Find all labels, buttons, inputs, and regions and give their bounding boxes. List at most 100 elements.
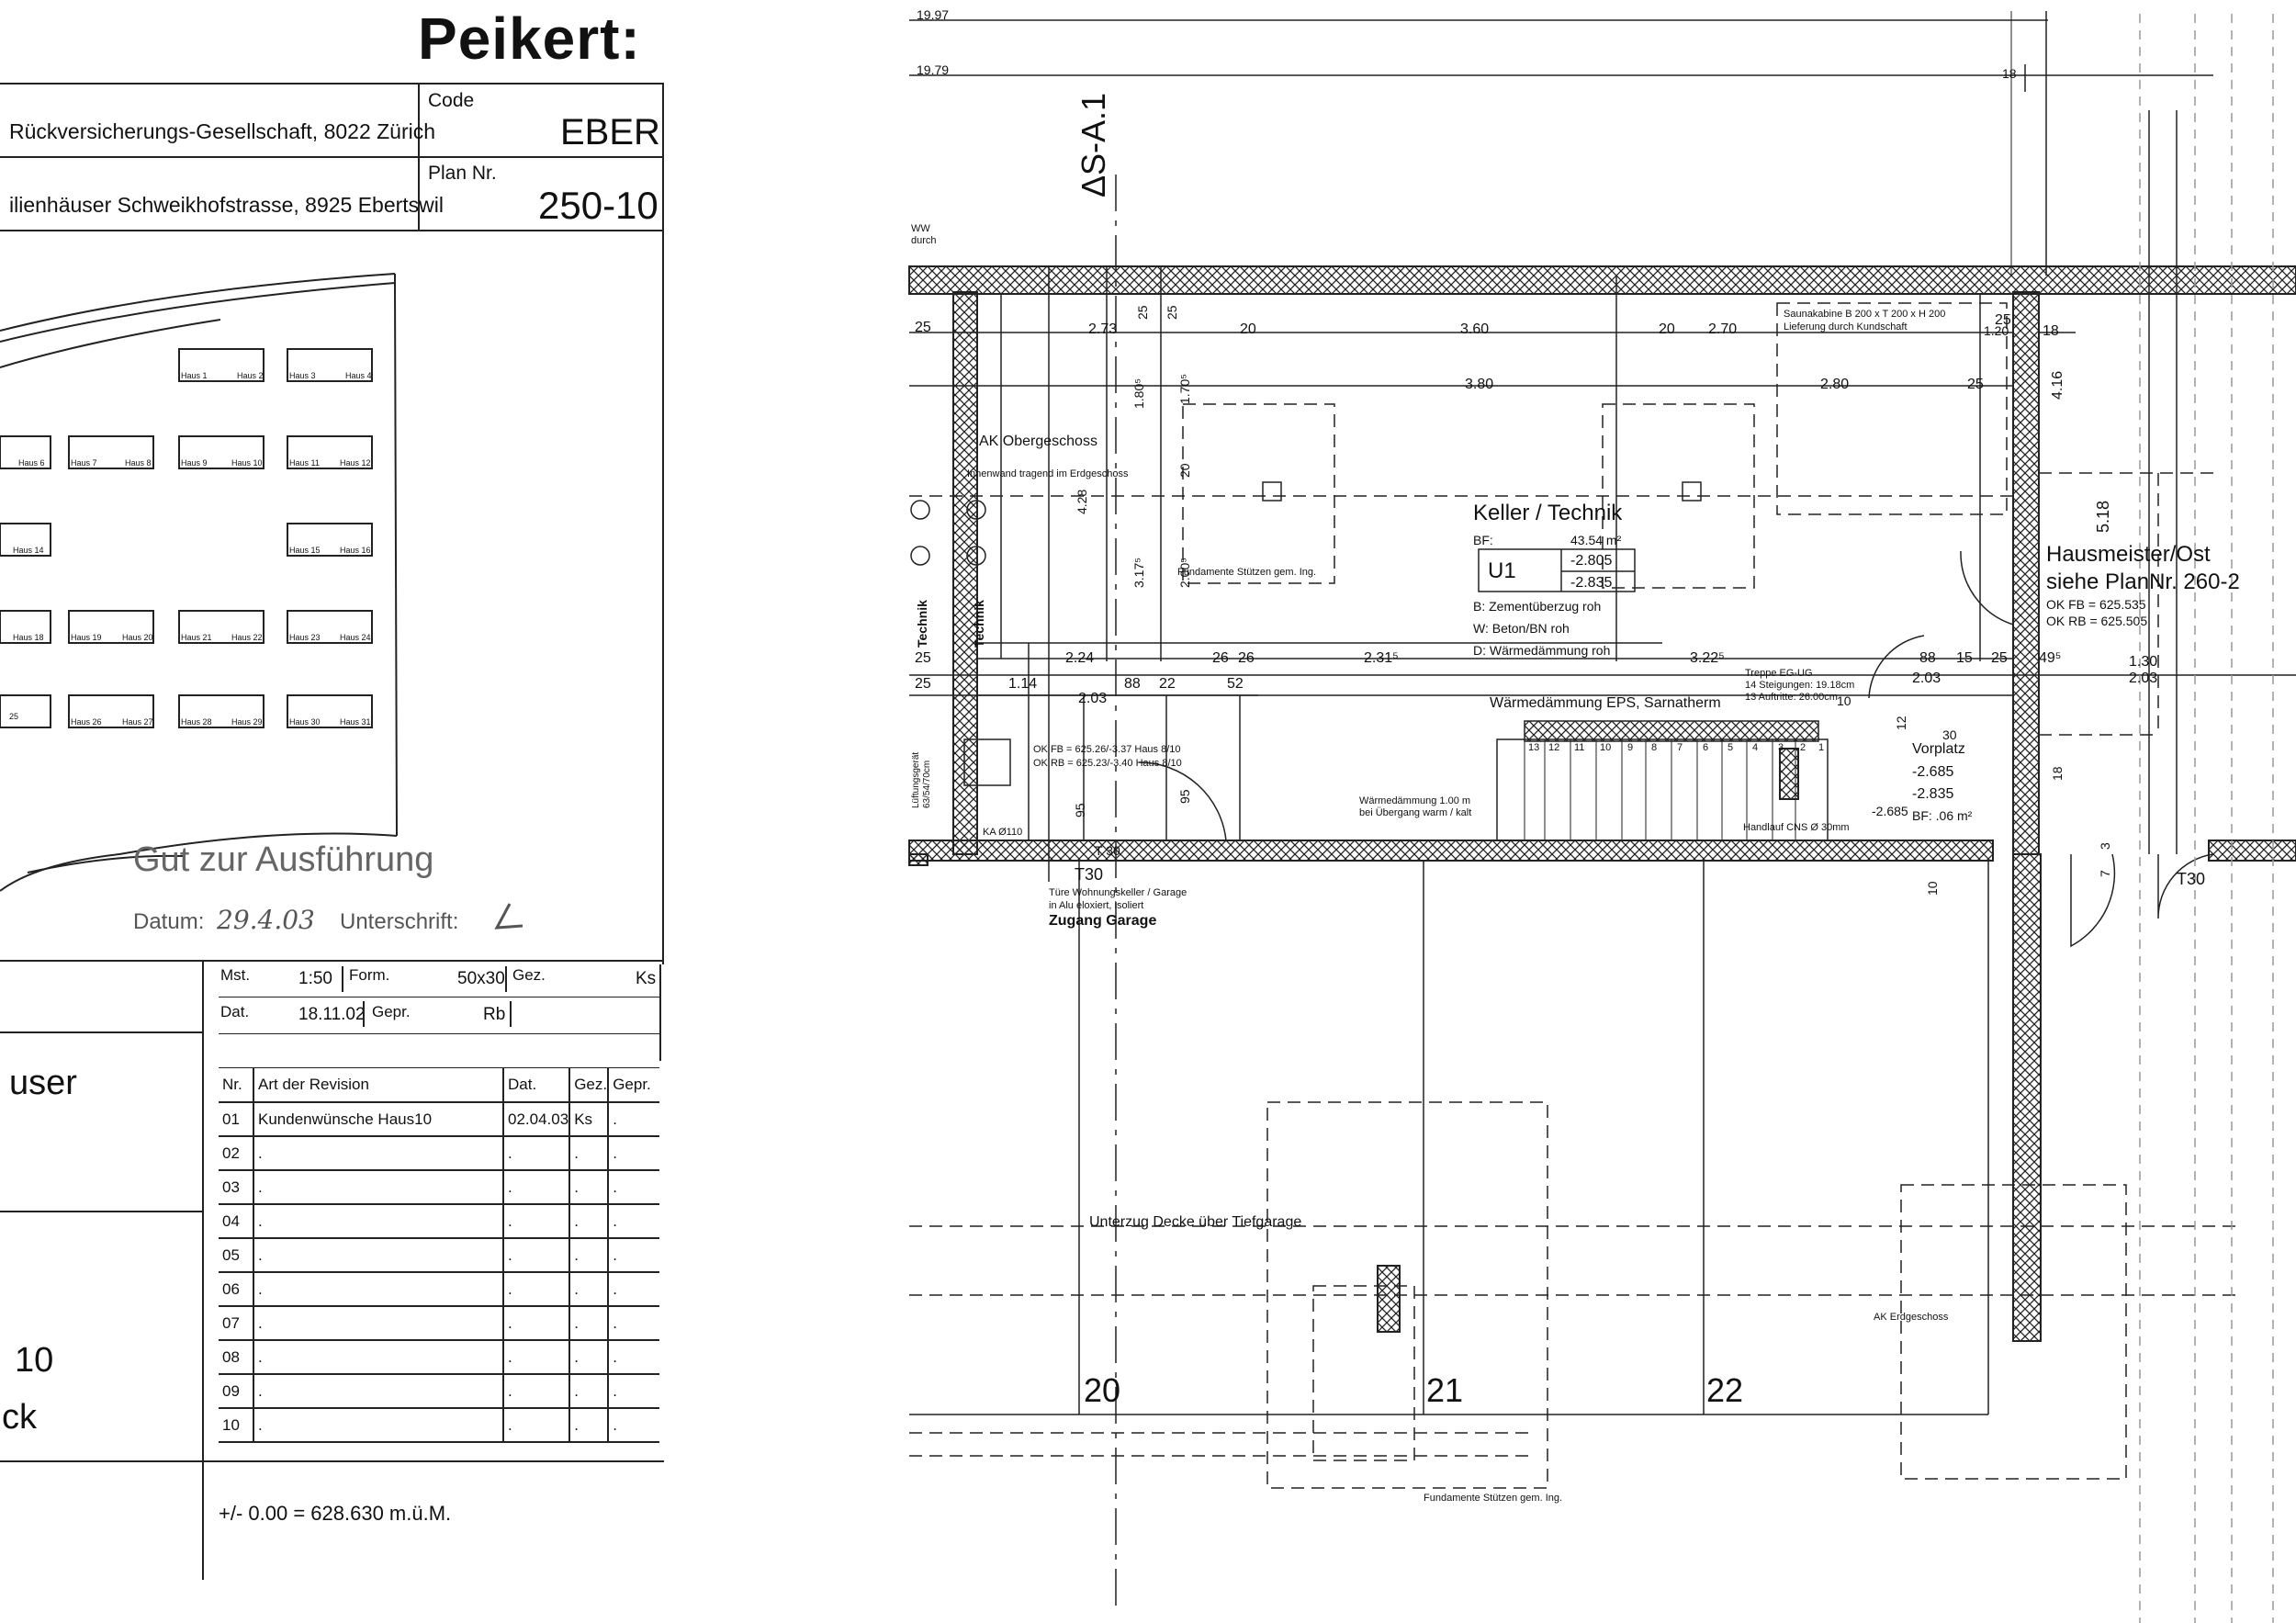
divider (0, 960, 664, 962)
house-number-fragment: 10 (15, 1341, 54, 1380)
revision-date: . (501, 1272, 570, 1307)
revision-number: 09 (219, 1374, 253, 1409)
dimension-label: 2.24 (1065, 650, 1095, 666)
divider (219, 1033, 659, 1034)
dimension-label: 22 (1159, 676, 1176, 692)
vorplatz-area: BF: .06 m² (1912, 808, 1973, 823)
ok-rb-left: OK RB = 625.23/-3.40 Haus 8/10 (1033, 758, 1182, 769)
column-header: Art der Revision (253, 1068, 503, 1103)
approval-stamp: Gut zur Ausführung (133, 840, 434, 879)
stair-step-number: 8 (1651, 742, 1658, 753)
code-value: EBER (560, 112, 660, 152)
revision-date: . (501, 1340, 570, 1375)
house-label: Haus 22 (231, 633, 263, 642)
room-level: -2.805 (1570, 553, 1613, 569)
house-label: Haus 20 (122, 633, 153, 642)
divider (510, 1001, 512, 1027)
stair-step-number: 2 (1800, 742, 1806, 753)
dimension-label: 2.73 (1088, 321, 1118, 337)
dimension-label: 25 (915, 320, 931, 335)
stair-step-number: 12 (1548, 742, 1560, 753)
dimension-label: 1.30 (2129, 654, 2158, 670)
revision-row: 10.... (219, 1408, 659, 1443)
house-label: Haus 28 (181, 717, 212, 727)
revision-number: 08 (219, 1340, 253, 1375)
revision-drawn-by: . (568, 1204, 609, 1239)
revision-date: . (501, 1136, 570, 1171)
dimension-label: 1.14 (1008, 676, 1038, 692)
datum-handwritten: 29.4.03 (217, 905, 315, 935)
room-wall-finish: W: Beton/BN roh (1473, 621, 1570, 636)
dat-value: 18.11.02 (298, 1005, 366, 1024)
house-label: Haus 2 (237, 371, 264, 380)
revision-drawn-by: . (568, 1374, 609, 1409)
dimension-label: 49⁵ (2039, 650, 2062, 666)
revision-drawn-by: . (568, 1306, 609, 1341)
parking-space-number: 21 (1426, 1371, 1464, 1409)
house-label: Haus 26 (71, 717, 102, 727)
revision-drawn-by: . (568, 1272, 609, 1307)
revision-date: . (501, 1204, 570, 1239)
dimension-label: 52 (1227, 676, 1244, 692)
company-logo: Peikert: (418, 6, 641, 72)
house-label: Haus 16 (340, 546, 371, 555)
dimension-label: 3.17⁵ (1131, 557, 1146, 588)
section-marker: ΔS-A.1 (1075, 92, 1112, 197)
dimension-label: 25 (915, 650, 931, 666)
dimension-label: 12 (1894, 716, 1908, 730)
dimension-label: 25 (915, 676, 931, 692)
dimension-label: 3.60 (1460, 321, 1490, 337)
dimension-label: 2.70 (1708, 321, 1738, 337)
column-header: Gepr. (607, 1068, 659, 1103)
dimension-label: 1.80⁵ (1131, 378, 1146, 409)
revision-drawn-by: . (568, 1340, 609, 1375)
house-label: Haus 31 (340, 717, 371, 727)
revision-row: 05.... (219, 1238, 659, 1273)
technik-label: Technik (972, 600, 986, 648)
dimension-label: 20 (1240, 321, 1256, 337)
dimension-label: 20 (1659, 321, 1675, 337)
revision-description: . (253, 1204, 503, 1239)
revision-row: 03.... (219, 1170, 659, 1205)
stair-note: Treppe EG-UG (1745, 668, 1813, 679)
dimension-label: 7 (2098, 870, 2112, 877)
house-label: Haus 7 (71, 458, 97, 468)
dimension-label: 25 (1967, 377, 1984, 392)
signature-mark (494, 903, 523, 930)
dimension-label: 2.03 (1912, 671, 1941, 686)
ak-eg-label: AK Erdgeschoss (1874, 1312, 1949, 1323)
site-plan-labels: Haus 1 Haus 2 Haus 3 Haus 4 Haus 6 Haus … (0, 239, 664, 909)
house-label: Haus 9 (181, 458, 208, 468)
stair-step-number: 13 (1528, 742, 1540, 753)
divider (0, 1460, 664, 1462)
ok-fb-right: OK FB = 625.535 (2046, 597, 2146, 612)
dimension-label: 88 (1919, 650, 1936, 666)
plan-number-label: Plan Nr. (428, 163, 497, 184)
stair-step-number: 7 (1677, 742, 1683, 753)
revision-checked-by: . (607, 1136, 659, 1171)
revision-checked-by: . (607, 1272, 659, 1307)
revision-table-header: Nr. Art der Revision Dat. Gez. Gepr. (219, 1068, 659, 1103)
column-header: Gez. (568, 1068, 609, 1103)
divider (0, 1031, 202, 1033)
house-label: Haus 24 (340, 633, 371, 642)
divider (342, 966, 343, 992)
dimension-label: 2.80 (1820, 377, 1850, 392)
dimension-label: 15 (1956, 650, 1973, 666)
dimension-label: 2.03 (1078, 691, 1108, 706)
dimension-label: 88 (1124, 676, 1141, 692)
ventilation-size: 63/54/70cm (922, 760, 932, 808)
dimension-label: 25 (1995, 312, 2011, 328)
parking-space-number: 20 (1084, 1371, 1121, 1409)
revision-row: 07.... (219, 1306, 659, 1341)
column-header: Dat. (501, 1068, 570, 1103)
dat-label: Dat. (220, 1003, 250, 1020)
datum-height-note: +/- 0.00 = 628.630 m.ü.M. (219, 1502, 452, 1525)
dimension-label: 18 (2043, 323, 2059, 339)
revision-checked-by: . (607, 1238, 659, 1273)
revision-number: 03 (219, 1170, 253, 1205)
revision-date: . (501, 1238, 570, 1273)
house-label: Haus 27 (122, 717, 153, 727)
revision-checked-by: . (607, 1306, 659, 1341)
